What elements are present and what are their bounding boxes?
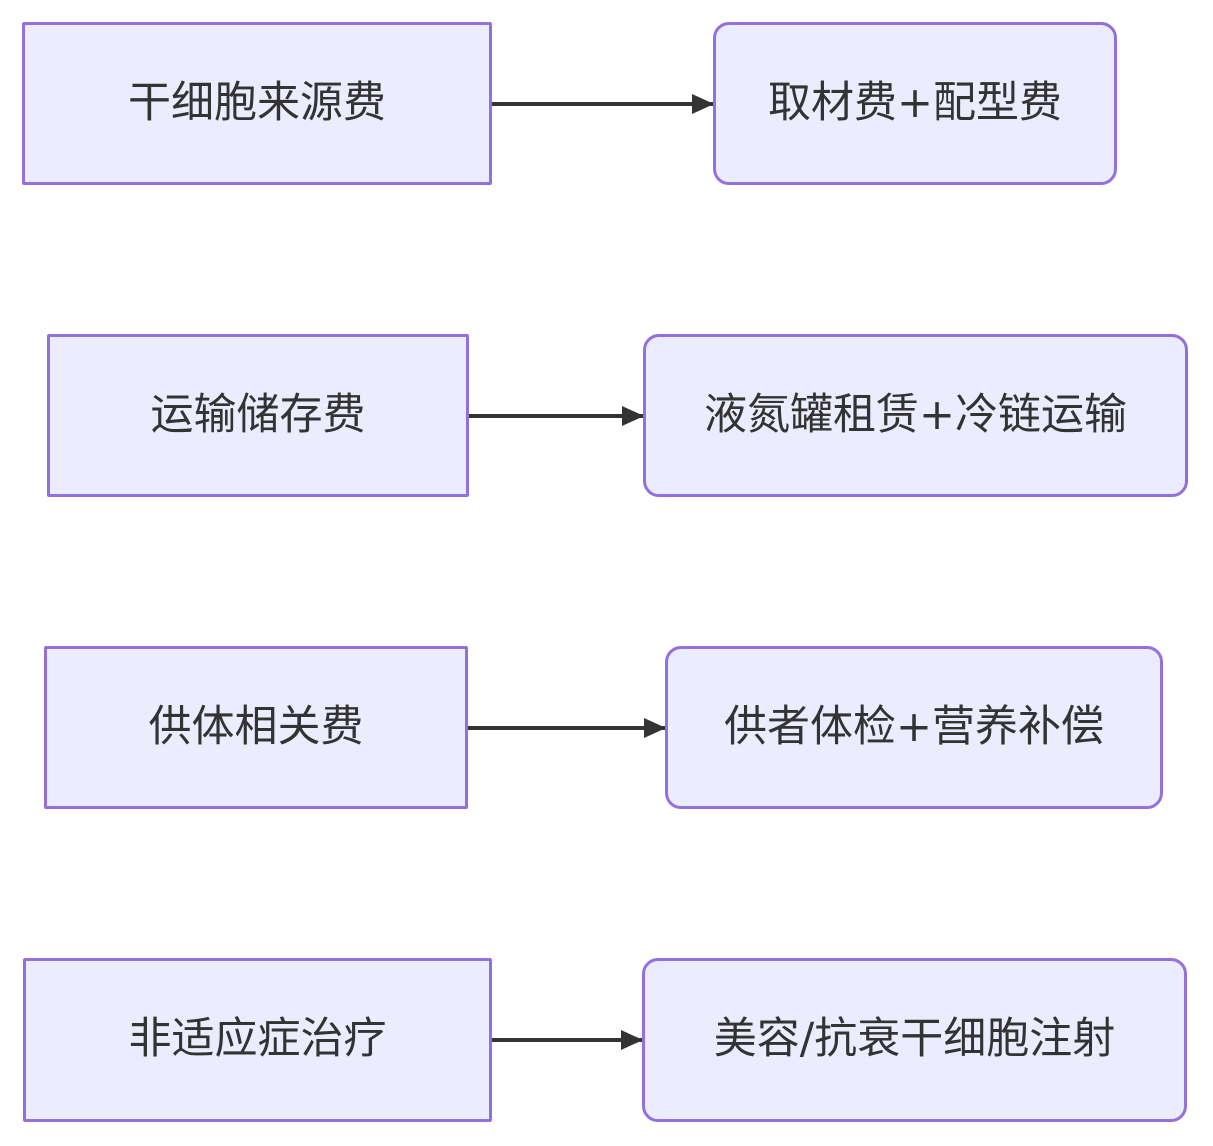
node-donor-related-fee: 供体相关费 — [44, 646, 468, 809]
node-stem-cell-source-fee: 干细胞来源费 — [22, 22, 492, 185]
arrowhead-icon — [622, 406, 644, 426]
node-cosmetic-antiaging-injection: 美容/抗衰干细胞注射 — [642, 958, 1187, 1122]
arrowhead-icon — [644, 718, 666, 738]
arrowhead-icon — [692, 94, 714, 114]
connector-arrow-1 — [492, 94, 714, 114]
connector-arrow-2 — [469, 406, 644, 426]
node-nitrogen-rental-cold-chain: 液氮罐租赁+冷链运输 — [643, 334, 1188, 497]
connector-arrow-3 — [468, 718, 666, 738]
node-transport-storage-fee: 运输储存费 — [47, 334, 469, 497]
node-material-and-matching-fee: 取材费+配型费 — [713, 22, 1117, 185]
node-donor-checkup-nutrition: 供者体检+营养补偿 — [665, 646, 1163, 809]
arrowhead-icon — [621, 1030, 643, 1050]
node-non-indication-treatment: 非适应症治疗 — [23, 958, 492, 1122]
connector-arrow-4 — [492, 1030, 643, 1050]
